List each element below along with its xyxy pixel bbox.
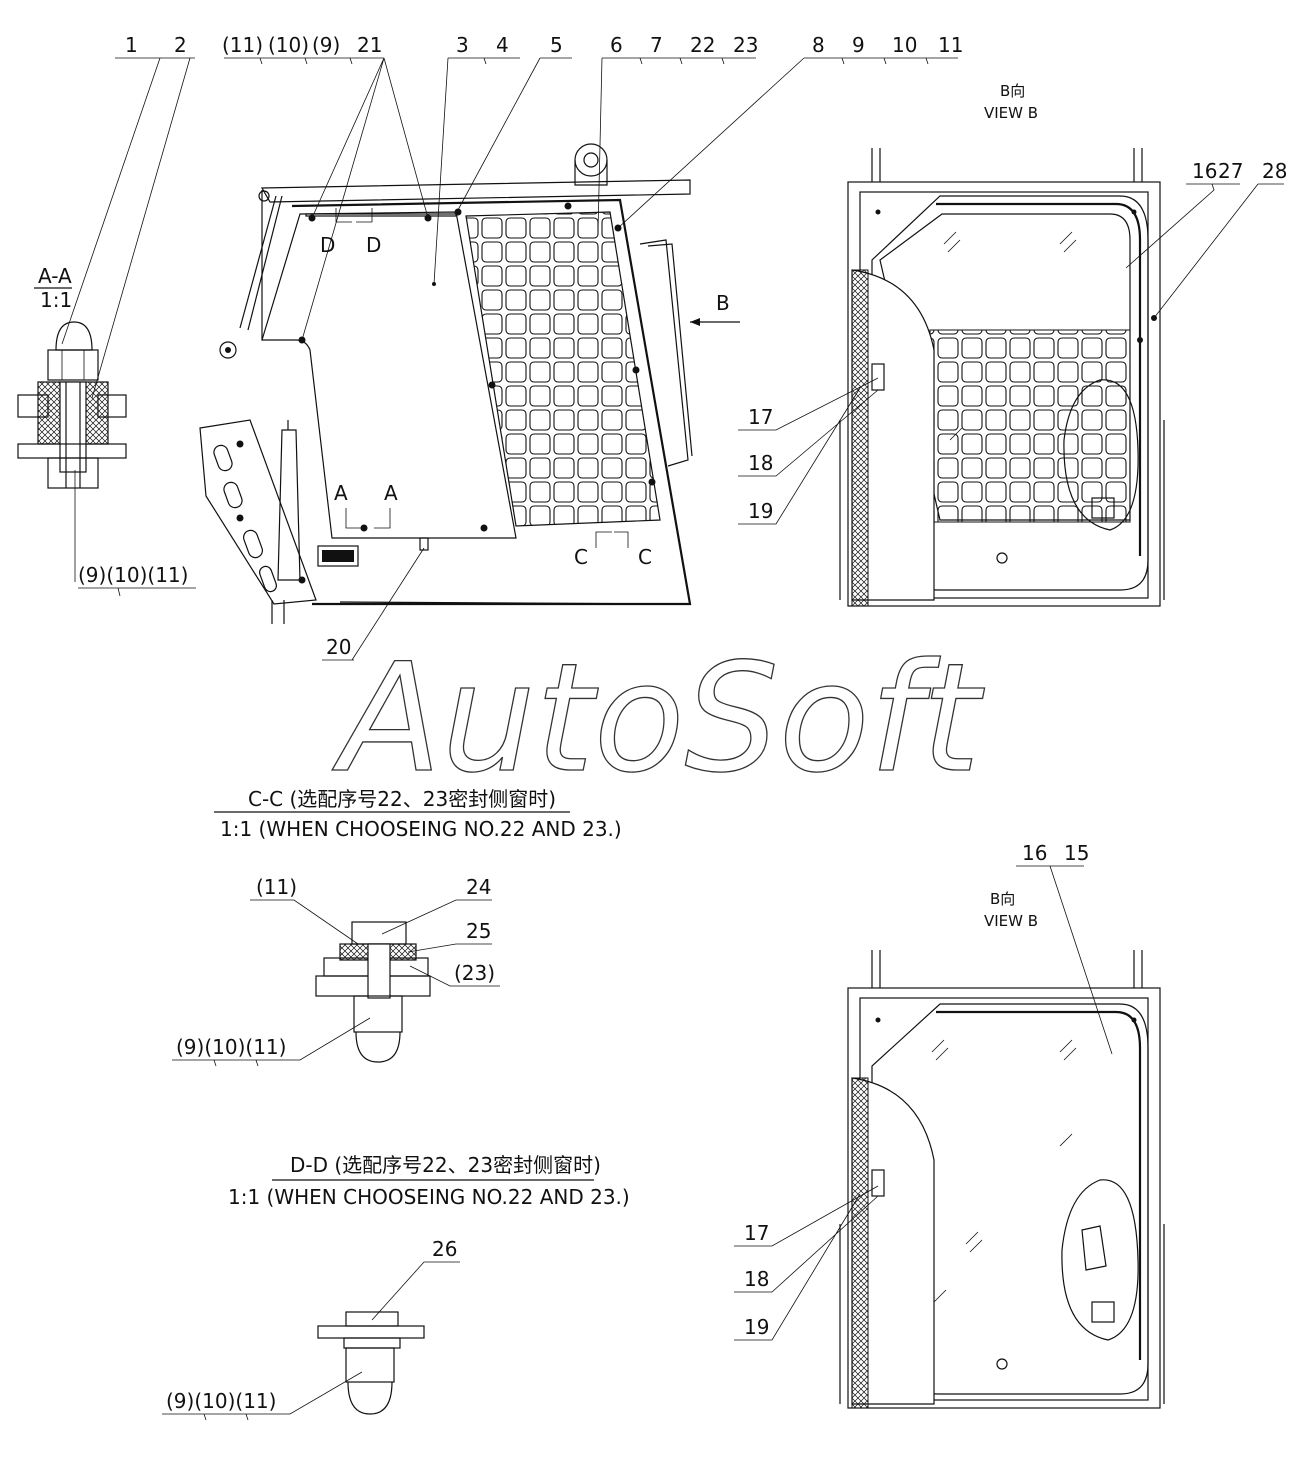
view-b-bottom: B向 VIEW B 16 15 17 18 19 xyxy=(734,841,1165,1409)
section-cc-label-25: 25 xyxy=(466,919,491,943)
fastener-dots xyxy=(236,202,656,584)
view-b-top-callout-18: 18 xyxy=(748,451,773,475)
view-b-bottom-title-cn: B向 xyxy=(990,890,1015,908)
callout-11-ref: (11) xyxy=(222,33,263,57)
section-cc-title: C-C (选配序号22、23密封侧窗时) xyxy=(248,787,556,811)
section-aa-title: A-A xyxy=(38,264,72,288)
section-dd-subtitle: 1:1 (WHEN CHOOSEING NO.22 AND 23.) xyxy=(228,1185,630,1209)
section-aa-bottom-label: (9)(10)(11) xyxy=(78,563,188,587)
section-cc-label-23: (23) xyxy=(454,961,495,985)
view-b-bottom-callout-18: 18 xyxy=(744,1267,769,1291)
callout-6: 6 xyxy=(610,33,623,57)
view-b-arrow-label: B xyxy=(716,291,730,315)
callout-10: 10 xyxy=(892,33,917,57)
view-b-bottom-callout-17: 17 xyxy=(744,1221,769,1245)
section-cc-label-9-10-11: (9)(10)(11) xyxy=(176,1035,286,1059)
callout-23: 23 xyxy=(733,33,758,57)
view-b-top-callout-19: 19 xyxy=(748,499,773,523)
view-b-top-callout-17: 17 xyxy=(748,405,773,429)
marker-c-right: C xyxy=(638,545,652,569)
section-dd-title: D-D (选配序号22、23密封侧窗时) xyxy=(290,1153,601,1177)
callout-9: 9 xyxy=(852,33,865,57)
section-cc-detail: C-C (选配序号22、23密封侧窗时) 1:1 (WHEN CHOOSEING… xyxy=(172,787,622,1067)
section-aa-detail: A-A 1:1 (9)(10)(11) xyxy=(17,57,196,597)
callout-11: 11 xyxy=(938,33,963,57)
callout-7: 7 xyxy=(650,33,663,57)
section-cc-label-24: 24 xyxy=(466,875,491,899)
section-dd-detail: D-D (选配序号22、23密封侧窗时) 1:1 (WHEN CHOOSEING… xyxy=(162,1153,630,1421)
callout-22: 22 xyxy=(690,33,715,57)
marker-d-left: D xyxy=(320,233,335,257)
marker-d-right: D xyxy=(366,233,381,257)
callout-4: 4 xyxy=(496,33,509,57)
callout-9-ref: (9) xyxy=(312,33,340,57)
callout-1: 1 xyxy=(125,33,138,57)
main-top-callouts: 1 2 (11) (10) (9) 21 3 4 5 6 7 22 23 8 9… xyxy=(115,33,963,65)
marker-a-right: A xyxy=(384,481,398,505)
view-b-top: B向 VIEW B 16 27 28 17 18 19 xyxy=(738,82,1287,607)
callout-20: 20 xyxy=(326,635,351,659)
marker-a-left: A xyxy=(334,481,348,505)
section-dd-label-9-10-11: (9)(10)(11) xyxy=(166,1389,276,1413)
callout-2: 2 xyxy=(174,33,187,57)
callout-21: 21 xyxy=(357,33,382,57)
section-aa-scale: 1:1 xyxy=(40,288,72,312)
callout-5: 5 xyxy=(550,33,563,57)
watermark-autosoft: AutoSoft xyxy=(332,632,985,806)
view-b-top-callout-28: 28 xyxy=(1262,159,1287,183)
section-cc-subtitle: 1:1 (WHEN CHOOSEING NO.22 AND 23.) xyxy=(220,817,622,841)
view-b-top-title-en: VIEW B xyxy=(984,104,1038,122)
view-b-bottom-callout-15: 15 xyxy=(1064,841,1089,865)
callout-10-ref: (10) xyxy=(268,33,309,57)
callout-8: 8 xyxy=(812,33,825,57)
section-cc-label-11: (11) xyxy=(256,875,297,899)
view-b-top-title-cn: B向 xyxy=(1000,82,1025,100)
section-dd-label-26: 26 xyxy=(432,1237,457,1261)
main-side-view: 1 2 (11) (10) (9) 21 3 4 5 6 7 22 23 8 9… xyxy=(115,33,963,661)
view-b-top-callout-27: 27 xyxy=(1218,159,1243,183)
view-b-bottom-title-en: VIEW B xyxy=(984,912,1038,930)
view-b-bottom-callout-16: 16 xyxy=(1022,841,1047,865)
marker-c-left: C xyxy=(574,545,588,569)
view-b-top-callout-16: 16 xyxy=(1192,159,1217,183)
view-b-bottom-callout-19: 19 xyxy=(744,1315,769,1339)
callout-3: 3 xyxy=(456,33,469,57)
